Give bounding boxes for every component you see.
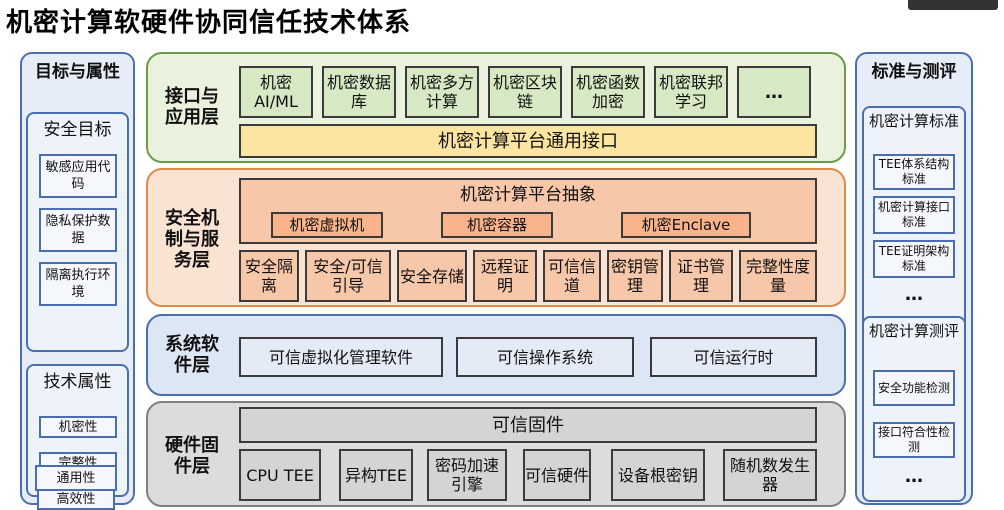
attribute-item: 通用性 [35, 465, 117, 491]
security-service-layer: 安全机制与服务层 机密计算平台抽象 机密虚拟机 机密容器 机密Enclave 安… [146, 168, 846, 307]
hardware-item: CPU TEE [239, 449, 321, 501]
app-item: 机密区块链 [488, 66, 562, 118]
security-item: 安全/可信引导 [305, 250, 391, 302]
hardware-item: 随机数发生器 [723, 449, 817, 501]
standard-item: 机密计算接口标准 [873, 196, 955, 234]
app-item: 机密联邦学习 [654, 66, 728, 118]
common-interface-bar: 机密计算平台通用接口 [239, 124, 817, 158]
system-software-layer: 系统软件层 可信虚拟化管理软件 可信操作系统 可信运行时 [146, 314, 846, 396]
system-item: 可信运行时 [650, 337, 817, 377]
standards-evaluation-title: 标准与测评 [871, 62, 957, 82]
platform-abstraction-title: 机密计算平台抽象 [460, 184, 596, 205]
layer-label: 硬件固件层 [165, 435, 219, 477]
system-item: 可信虚拟化管理软件 [239, 337, 443, 377]
evaluation-group: 机密计算测评 安全功能检测 接口符合性检测 … [862, 316, 966, 502]
app-item: 机密AI/ML [239, 66, 313, 118]
hardware-item: 设备根密钥 [611, 449, 705, 501]
security-item: 密钥管理 [607, 250, 663, 302]
security-goals-group: 安全目标 敏感应用代码 隐私保护数据 隔离执行环境 [26, 112, 129, 352]
evaluation-item: 接口符合性检测 [873, 422, 955, 458]
layer-label: 安全机制与服务层 [165, 207, 219, 271]
evaluation-title: 机密计算测评 [868, 322, 959, 340]
hardware-firmware-layer: 硬件固件层 可信固件 CPU TEE 异构TEE 密码加速引擎 可信硬件 设备根… [146, 401, 846, 507]
goal-item: 敏感应用代码 [39, 154, 117, 198]
hardware-item: 可信硬件 [523, 449, 591, 501]
system-item: 可信操作系统 [456, 337, 634, 377]
security-goals-title: 安全目标 [43, 120, 112, 140]
evaluation-more: … [905, 466, 923, 487]
security-item: 安全存储 [397, 250, 467, 302]
goals-attributes-panel: 目标与属性 安全目标 敏感应用代码 隐私保护数据 隔离执行环境 技术属性 机密性… [20, 52, 135, 510]
hardware-item: 密码加速引擎 [427, 449, 507, 501]
standards-more: … [905, 284, 923, 305]
abstraction-item: 机密虚拟机 [271, 212, 383, 238]
app-item: 机密多方计算 [405, 66, 479, 118]
goals-attributes-title: 目标与属性 [35, 62, 120, 82]
screen-taskbar-fragment [908, 0, 998, 10]
goal-item: 隐私保护数据 [39, 208, 117, 252]
abstraction-item: 机密容器 [441, 212, 553, 238]
platform-abstraction: 机密计算平台抽象 机密虚拟机 机密容器 机密Enclave [239, 178, 817, 244]
standard-item: TEE证明架构标准 [873, 240, 955, 278]
app-item: 机密数据库 [322, 66, 396, 118]
security-item: 可信信道 [543, 250, 601, 302]
standards-title: 机密计算标准 [868, 112, 959, 130]
app-more: … [737, 66, 811, 118]
hardware-item: 异构TEE [339, 449, 413, 501]
layer-label: 系统软件层 [165, 334, 219, 376]
security-item: 完整性度量 [739, 250, 817, 302]
evaluation-item: 安全功能检测 [873, 370, 955, 406]
abstraction-item: 机密Enclave [621, 212, 751, 238]
page-title: 机密计算软硬件协同信任技术体系 [6, 8, 412, 38]
security-item: 远程证明 [473, 250, 537, 302]
trusted-firmware-bar: 可信固件 [239, 407, 817, 443]
layer-label: 接口与应用层 [165, 86, 219, 128]
goal-item: 隔离执行环境 [39, 262, 117, 306]
standard-item: TEE体系结构标准 [873, 154, 955, 190]
interface-application-layer: 接口与应用层 机密AI/ML 机密数据库 机密多方计算 机密区块链 机密函数加密… [146, 52, 846, 163]
app-item: 机密函数加密 [571, 66, 645, 118]
standards-evaluation-panel: 标准与测评 机密计算标准 TEE体系结构标准 机密计算接口标准 TEE证明架构标… [855, 52, 973, 505]
security-item: 证书管理 [669, 250, 733, 302]
tech-attributes-title: 技术属性 [43, 372, 112, 392]
security-item: 安全隔离 [239, 250, 299, 302]
attribute-item: 高效性 [37, 488, 115, 510]
attribute-item: 机密性 [39, 416, 117, 438]
